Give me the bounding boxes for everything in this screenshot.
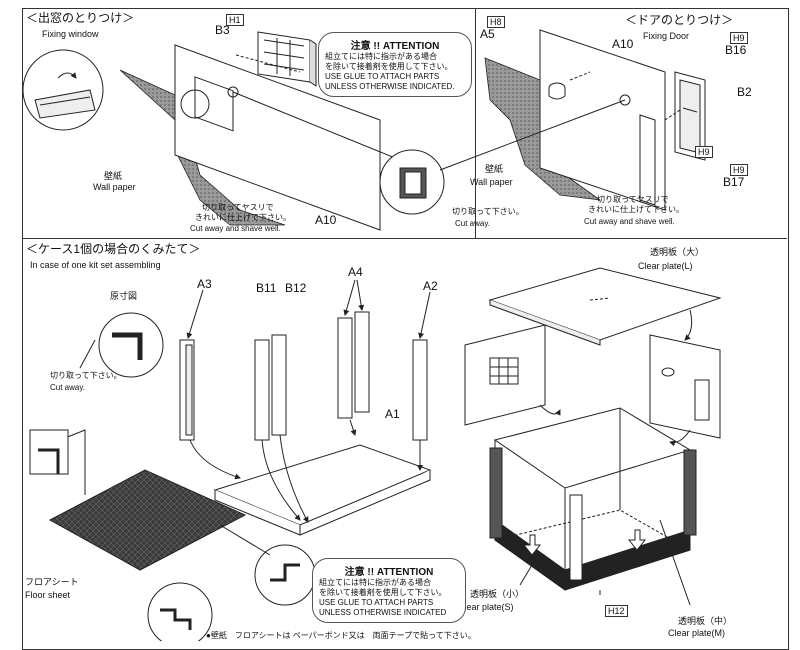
- label-a10-left: A10: [315, 213, 337, 227]
- section-divider: [22, 238, 787, 239]
- cut-left-jp2: きれいに仕上げて下さい。: [195, 213, 291, 222]
- attention-bottom-title: 注意 !! ATTENTION: [344, 567, 434, 578]
- wall-panel-right: [539, 29, 666, 211]
- showcase-arrows: [522, 297, 693, 556]
- label-h1: H1: [226, 14, 244, 26]
- label-b11: B11: [256, 281, 277, 295]
- label-a10-right: A10: [612, 37, 634, 51]
- detail-point-left: [227, 86, 239, 98]
- label-a5: A5: [480, 27, 495, 41]
- wallpaper-left-en: Wall paper: [93, 182, 136, 192]
- fixing-door-title-jp: ＜ドアのとりつけ＞: [625, 13, 734, 27]
- pillars: [179, 311, 428, 441]
- front-wall-window: [464, 324, 546, 426]
- label-b17: B17: [723, 175, 745, 189]
- attention-top: 注意 !! ATTENTION 組立てには特に指示がある場合 を除いて接着剤を使…: [318, 32, 472, 97]
- clear-plate-large-jp: 透明板（大）: [650, 247, 705, 257]
- attention-top-title: 注意 !! ATTENTION: [350, 41, 440, 52]
- attention-top-en2: UNLESS OTHERWISE INDICATED.: [325, 82, 455, 91]
- zoom-circle-corner: [98, 312, 164, 378]
- zoom-circle-left: [22, 49, 104, 131]
- top-right-panel-border: [475, 8, 476, 238]
- cut-bottom-jp: 切り取って下さい。: [50, 371, 122, 380]
- case-assembly-title-jp: ＜ケース1個の場合のくみたて＞: [26, 242, 201, 256]
- attention-top-jp1: 組立てには特に指示がある場合: [325, 52, 437, 61]
- label-b12: B12: [285, 281, 307, 295]
- label-a1: A1: [385, 407, 400, 421]
- label-h12: H12: [605, 605, 628, 617]
- showcase-pillars: [489, 447, 697, 581]
- zoom-circle-stair: [147, 582, 213, 641]
- base-plate-a1: [213, 444, 432, 536]
- a5-part: [548, 82, 566, 100]
- label-a3: A3: [197, 277, 212, 291]
- attention-top-jp2: を除いて接着剤を使用して下さい。: [325, 62, 453, 71]
- cut-right-jp1: 切り取ってヤスリで: [597, 195, 669, 204]
- clear-plate-large-en: Clear plate(L): [638, 261, 693, 271]
- floor-sheet: [48, 469, 247, 571]
- cut-right-en: Cut away and shave well.: [584, 217, 675, 226]
- side-wall-door: [649, 334, 721, 439]
- cut-bottom-en: Cut away.: [50, 383, 85, 392]
- attention-bottom-jp2: を除いて接着剤を使用して下さい。: [319, 588, 447, 597]
- label-h8: H8: [487, 16, 505, 28]
- case-assembly-title-en: In case of one kit set assembling: [30, 260, 161, 270]
- window-part-b3: [257, 31, 317, 87]
- attention-bottom-en1: USE GLUE TO ATTACH PARTS: [319, 598, 434, 607]
- actual-size-label: 原寸図: [110, 291, 138, 301]
- corner-box: [29, 429, 69, 475]
- fixing-window-title-jp: ＜出窓のとりつけ＞: [26, 11, 135, 25]
- showcase-base: [494, 519, 691, 591]
- clear-plate-small-en: Clear plate(S): [458, 602, 514, 612]
- floor-sheet-en: Floor sheet: [25, 590, 71, 600]
- wallpaper-right-en: Wall paper: [470, 177, 513, 187]
- wallpaper-left-jp: 壁紙: [104, 171, 123, 181]
- cut-mid-jp: 切り取って下さい。: [452, 207, 524, 216]
- clear-plate-small-jp: 透明板（小）: [470, 589, 525, 599]
- clear-plate-medium-en: Clear plate(M): [668, 628, 726, 638]
- cut-left-en: Cut away and shave well.: [190, 224, 281, 233]
- door-part: [674, 71, 706, 161]
- label-h9-c: H9: [730, 164, 748, 176]
- attention-bottom-en2: UNLESS OTHERWISE INDICATED: [319, 608, 447, 617]
- attention-top-en1: USE GLUE TO ATTACH PARTS: [325, 72, 440, 81]
- label-b16: B16: [725, 43, 747, 57]
- leader-line: [232, 91, 401, 161]
- cut-right-jp2: きれいに仕上げて下さい。: [588, 205, 684, 214]
- clear-plate-medium-jp: 透明板（中）: [678, 616, 733, 626]
- detail-circle-left: [180, 89, 210, 119]
- label-h9-b: H9: [695, 146, 713, 158]
- footnote: ●壁紙 フロアシートは ペーパーボンド又は 両面テープで貼って下さい。: [206, 631, 476, 640]
- attention-bottom: 注意 !! ATTENTION 組立てには特に指示がある場合 を除いて接着剤を使…: [312, 558, 466, 623]
- label-b2: B2: [737, 85, 752, 99]
- attention-bottom-jp1: 組立てには特に指示がある場合: [319, 578, 431, 587]
- wallpaper-right-jp: 壁紙: [485, 164, 504, 174]
- cut-left-jp1: 切り取ってヤスリで: [202, 203, 274, 212]
- assembly-arrows: [186, 279, 431, 523]
- label-a2: A2: [423, 279, 438, 293]
- cut-mid-en: Cut away.: [455, 219, 490, 228]
- fixing-window-title-en: Fixing window: [42, 29, 99, 39]
- fixing-door-title-en: Fixing Door: [643, 31, 690, 41]
- floor-sheet-jp: フロアシート: [25, 577, 79, 587]
- wall-panel-left: [174, 44, 381, 231]
- label-b3: B3: [215, 23, 230, 37]
- label-h9-a: H9: [730, 32, 748, 44]
- label-a4: A4: [348, 265, 363, 279]
